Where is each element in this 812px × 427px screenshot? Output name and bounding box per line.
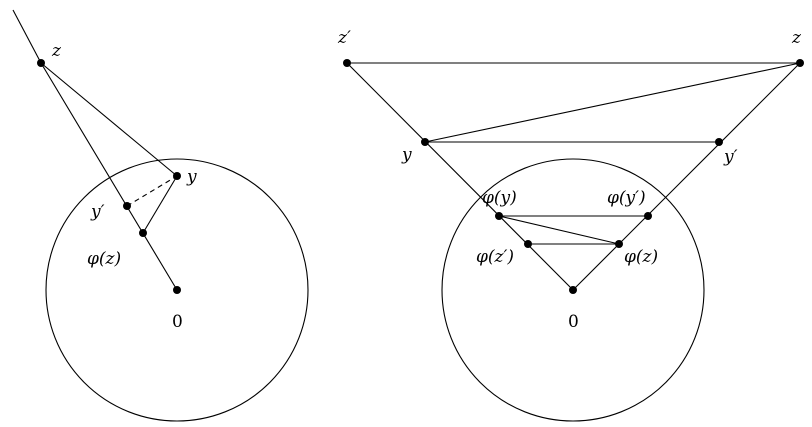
right-segment-phi-y-to-phi-z <box>498 215 620 245</box>
right-label-phi-y: φ(y) <box>482 188 517 208</box>
left-point-y-prime <box>123 202 131 210</box>
left-label-y-prime: y′ <box>90 202 105 222</box>
right-figure: z′ z y y′ φ(y) φ(y′) φ(z′) φ(z) 0 <box>337 28 804 422</box>
right-label-phi-z: φ(z) <box>624 247 658 267</box>
right-point-phi-y-prime <box>644 212 652 220</box>
right-label-phi-y-prime: φ(y′) <box>607 188 646 208</box>
left-point-origin <box>173 286 181 294</box>
left-label-origin: 0 <box>172 312 183 332</box>
left-dashed-y-prime-to-y <box>126 175 178 207</box>
right-label-y-prime: y′ <box>723 147 738 167</box>
right-segment-z-to-y <box>424 62 801 143</box>
right-point-phi-z-prime <box>524 240 532 248</box>
left-figure: z y y′ φ(z) 0 <box>12 9 309 422</box>
left-segment-z-to-origin <box>40 62 178 291</box>
right-label-z: z <box>791 28 802 48</box>
right-point-phi-y <box>495 212 503 220</box>
left-label-z: z <box>51 41 62 61</box>
right-point-y-prime <box>715 138 723 146</box>
right-point-y <box>421 138 429 146</box>
right-point-z <box>796 59 804 67</box>
left-point-z <box>37 59 45 67</box>
left-label-y: y <box>186 167 197 187</box>
right-point-phi-z <box>615 240 623 248</box>
left-point-phi-z <box>139 229 147 237</box>
left-segment-z-to-y <box>40 62 178 177</box>
left-unit-circle <box>45 158 309 422</box>
right-point-z-prime <box>343 59 351 67</box>
left-label-phi-z: φ(z) <box>87 249 121 269</box>
right-label-phi-z-prime: φ(z′) <box>476 247 514 267</box>
left-ray-through-z <box>12 9 42 64</box>
right-segment-z-prime-to-origin <box>346 62 574 291</box>
right-segment-z-to-origin <box>572 62 801 291</box>
right-label-origin: 0 <box>568 312 579 332</box>
right-point-origin <box>569 286 577 294</box>
left-segment-y-to-phi-z <box>142 175 178 234</box>
left-point-y <box>173 172 181 180</box>
right-label-y: y <box>401 145 412 165</box>
right-label-z-prime: z′ <box>337 28 351 48</box>
right-unit-circle <box>441 158 705 422</box>
